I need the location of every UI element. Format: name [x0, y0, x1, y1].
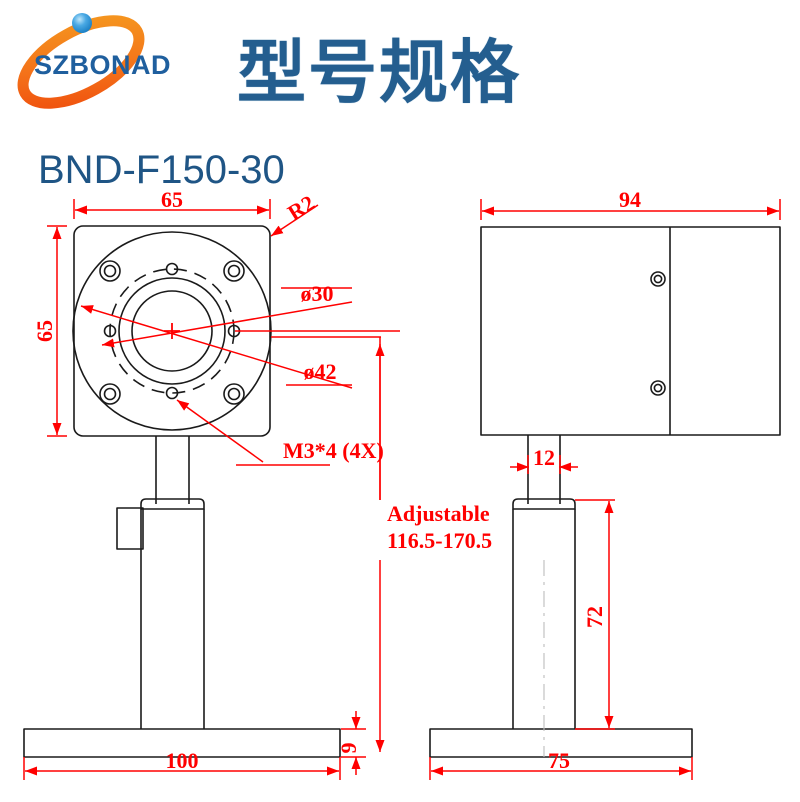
front-locking-knob [116, 507, 144, 550]
dim-front-height-65 [47, 225, 67, 437]
label-base-width-100: 100 [166, 748, 199, 773]
label-d30: ø30 [301, 281, 334, 306]
side-post-collar [512, 498, 576, 510]
dimension-layer [23, 199, 781, 780]
model-number: BND-F150-30 [38, 148, 285, 192]
dim-post-height-72 [575, 499, 615, 730]
label-depth-94: 94 [619, 187, 641, 212]
logo-graphic [17, 13, 145, 109]
dimension-text-layer: 65 65 R2 ø30 ø42 M3*4 (4X) Adjustable 11… [32, 187, 641, 773]
dim-stem-width-12 [510, 455, 578, 474]
label-adjustable-range: 116.5-170.5 [387, 528, 492, 553]
label-d42: ø42 [304, 359, 337, 384]
label-post-72: 72 [582, 606, 607, 628]
label-base-depth-75: 75 [548, 748, 570, 773]
label-width-65: 65 [161, 187, 183, 212]
front-base-plate [23, 728, 341, 758]
bore-30-circle [131, 290, 213, 372]
side-view-geometry [429, 226, 781, 758]
side-screw-holes [650, 271, 666, 396]
bore-42-circle [118, 277, 226, 385]
dim-adjustable-height [271, 336, 385, 752]
label-r2: R2 [283, 190, 319, 225]
dim-base-width-100 [23, 757, 341, 780]
m3-threaded-holes [103, 262, 241, 400]
side-post-body [512, 509, 576, 729]
dim-body-depth-94 [480, 199, 781, 220]
side-base-plate [429, 728, 693, 758]
dim-corner-radius-r2 [270, 204, 319, 237]
logo-blue-dot [72, 13, 92, 33]
bolt-circle-dashed [109, 268, 235, 394]
dim-m3-leader [176, 399, 330, 466]
label-stem-12: 12 [533, 445, 555, 470]
dim-base-thickness-9 [341, 711, 366, 775]
label-m3: M3*4 (4X) [283, 438, 384, 463]
logo-wordmark: SZBONAD [34, 50, 171, 80]
dim-front-width-65 [73, 199, 271, 219]
bore-center-mark [164, 323, 180, 339]
dim-bore-42-leader [80, 305, 353, 389]
front-post-collar [140, 498, 205, 510]
page-title: 型号规格 [237, 33, 521, 113]
dim-bore-30-leader [101, 287, 353, 348]
label-adjustable: Adjustable [387, 501, 490, 526]
company-logo: SZBONAD [8, 6, 198, 124]
dim-base-depth-75 [429, 757, 693, 780]
corner-counterbore-holes [99, 260, 245, 405]
front-stem-rod [155, 436, 190, 504]
logo-ellipse-ring [17, 15, 145, 109]
front-post-body [140, 509, 205, 729]
label-base-thickness-9: 9 [336, 743, 361, 754]
front-view-geometry [23, 225, 341, 758]
side-body-block [480, 226, 781, 436]
label-height-65: 65 [32, 320, 57, 342]
